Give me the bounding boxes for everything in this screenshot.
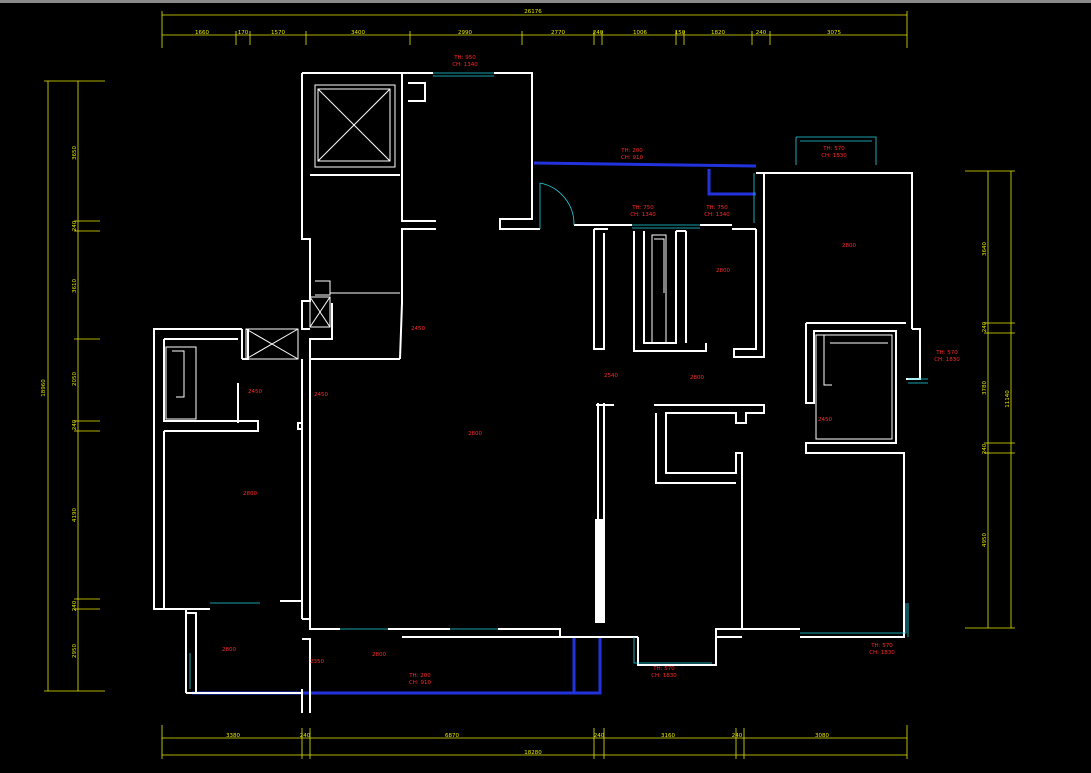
ceiling-height-labels: 2800 2800 2450 2450 2450 2800 2540 2800 …: [222, 243, 856, 665]
window-top-border: [0, 0, 1091, 3]
dim-bottom-7: 3080: [815, 733, 829, 739]
dim-left-2: 240: [72, 220, 78, 231]
win-5-th: TH: 750: [705, 205, 728, 211]
win-2-ch: CH: 910: [621, 155, 644, 161]
dim-top-8: 1006: [633, 30, 647, 36]
dim-top-12: 3075: [827, 30, 841, 36]
walls: [153, 72, 921, 713]
ceiling-label-9: 2800: [243, 491, 257, 497]
glazing-lines: [192, 161, 757, 695]
win-4-th: TH: 750: [631, 205, 654, 211]
dim-top-7: 240: [593, 30, 604, 36]
dim-top-total: 26176: [524, 9, 542, 15]
win-5-ch: CH: 1340: [704, 212, 730, 218]
ceiling-label-8: 2800: [690, 375, 704, 381]
dim-top-11: 240: [756, 30, 767, 36]
ceiling-label-6: 2800: [468, 431, 482, 437]
dim-top-9: 150: [675, 30, 686, 36]
dim-left-1: 3650: [72, 146, 78, 160]
dim-left-6: 4190: [72, 508, 78, 522]
win-4-ch: CH: 1340: [630, 212, 656, 218]
dim-bottom-5: 3160: [661, 733, 675, 739]
dim-top-10: 1820: [711, 30, 725, 36]
dim-top-5: 2990: [458, 30, 472, 36]
dim-bottom-3: 6870: [445, 733, 459, 739]
dim-left-3: 3610: [72, 279, 78, 293]
dim-left-4: 2050: [72, 372, 78, 386]
ceiling-label-10: 2800: [222, 647, 236, 653]
ceiling-label-12: 2800: [372, 652, 386, 658]
win-2-th: TH: 200: [620, 148, 643, 154]
dim-top-2: 170: [238, 30, 249, 36]
win-6-ch: CH: 1830: [934, 357, 960, 363]
dim-right-total: 11140: [1005, 390, 1011, 408]
dim-right-4: 240: [982, 443, 988, 454]
dim-top-6: 2770: [551, 30, 565, 36]
ceiling-label-14: 2350: [310, 659, 324, 665]
dimension-lines: [44, 11, 1015, 759]
win-7-th: TH: 570: [870, 643, 893, 649]
dim-bottom-4: 240: [594, 733, 605, 739]
dim-right-2: 240: [982, 321, 988, 332]
dim-bottom-6: 240: [732, 733, 743, 739]
ceiling-label-11: 2450: [818, 417, 832, 423]
dim-left-total: 18960: [41, 379, 47, 397]
window-annotations: TH: 950 CH: 1340 TH: 200 CH: 910 TH: 570…: [408, 55, 960, 686]
win-6-th: TH: 570: [935, 350, 958, 356]
win-3-ch: CH: 1830: [821, 153, 847, 159]
dim-right-1: 3640: [982, 242, 988, 256]
floor-plan-canvas[interactable]: 26176 1660 170 1570 3400 2990 2770 240 1…: [0, 3, 1091, 773]
ceiling-label-4: 2450: [248, 389, 262, 395]
dim-left-7: 240: [72, 600, 78, 611]
win-1-th: TH: 950: [453, 55, 476, 61]
dim-top-1: 1660: [195, 30, 209, 36]
dim-bottom-1: 3380: [226, 733, 240, 739]
dimension-labels: 26176 1660 170 1570 3400 2990 2770 240 1…: [41, 9, 1011, 756]
ceiling-label-1: 2800: [842, 243, 856, 249]
dim-right-5: 4950: [982, 533, 988, 547]
dim-top-3: 1570: [271, 30, 285, 36]
dim-left-8: 2950: [72, 644, 78, 658]
ceiling-label-7: 2540: [604, 373, 618, 379]
win-8-th: TH: 570: [652, 666, 675, 672]
win-9-ch: CH: 910: [409, 680, 432, 686]
dim-top-4: 3400: [351, 30, 365, 36]
win-3-th: TH: 570: [822, 146, 845, 152]
win-7-ch: CH: 1830: [869, 650, 895, 656]
dim-bottom-total: 18280: [524, 750, 542, 756]
windows-openings: [189, 72, 928, 689]
win-9-th: TH: 200: [408, 673, 431, 679]
dim-left-5: 240: [72, 419, 78, 430]
dim-bottom-2: 240: [300, 733, 311, 739]
win-8-ch: CH: 1830: [651, 673, 677, 679]
dim-right-3: 3780: [982, 381, 988, 395]
ceiling-label-3: 2450: [411, 326, 425, 332]
win-1-ch: CH: 1340: [452, 62, 478, 68]
ceiling-label-5: 2450: [314, 392, 328, 398]
ceiling-label-2: 2800: [716, 268, 730, 274]
